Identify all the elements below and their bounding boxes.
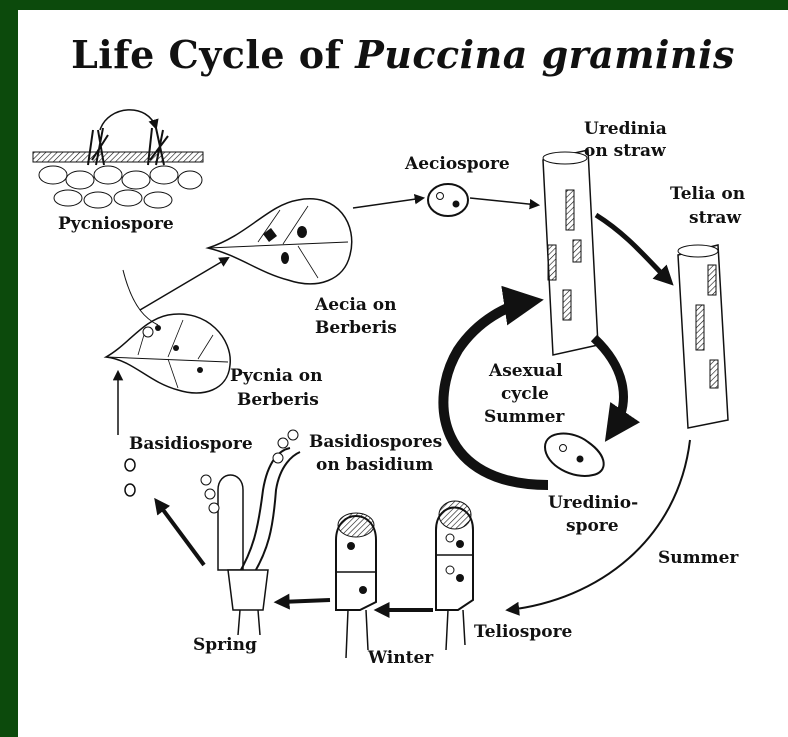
label-urediniospore-line2: spore <box>566 515 619 537</box>
label-urediniospore-line1: Uredinio- <box>548 492 638 514</box>
diagram-panel: Life Cycle of Puccina graminis <box>18 10 788 737</box>
aecia-leaf-illustration <box>208 199 352 284</box>
label-uredinia-line1: Uredinia <box>584 118 667 140</box>
label-basidiospore: Basidiospore <box>129 433 253 455</box>
label-pycnia-line2: Berberis <box>237 389 319 411</box>
label-uredinia-line2: on straw <box>584 140 666 162</box>
basidiospore-illustration <box>125 459 135 496</box>
telia-straw-illustration <box>678 245 728 428</box>
label-pycniospore: Pycniospore <box>58 213 174 235</box>
life-cycle-artwork <box>18 10 788 737</box>
label-basidiospores-line2: on basidium <box>316 454 433 476</box>
label-telia-line1: Telia on <box>670 183 745 205</box>
label-telia-line2: straw <box>689 207 741 229</box>
label-basidiospores-line1: Basidiospores <box>309 431 442 453</box>
label-summer: Summer <box>658 547 738 569</box>
label-aecia-line2: Berberis <box>315 317 397 339</box>
spring-basidium-illustration <box>201 430 300 635</box>
label-teliospore: Teliospore <box>474 621 572 643</box>
label-asexual-line2: cycle <box>501 383 549 405</box>
pycnia-leaf-illustration <box>106 270 230 393</box>
winter-spore-illustration <box>336 513 376 658</box>
cycle-arrows <box>118 198 690 610</box>
urediniospore-illustration <box>545 434 604 476</box>
pycniospore-illustration <box>33 110 203 208</box>
label-asexual-line1: Asexual <box>489 360 563 382</box>
label-spring: Spring <box>193 634 257 656</box>
label-aecia-line1: Aecia on <box>315 294 396 316</box>
uredinia-straw-illustration <box>543 150 598 355</box>
label-aeciospore: Aeciospore <box>405 153 510 175</box>
aeciospore-illustration <box>428 184 468 216</box>
teliospore-illustration <box>436 501 473 650</box>
label-asexual-line3: Summer <box>484 406 564 428</box>
label-pycnia-line1: Pycnia on <box>230 365 322 387</box>
label-winter: Winter <box>368 647 433 669</box>
